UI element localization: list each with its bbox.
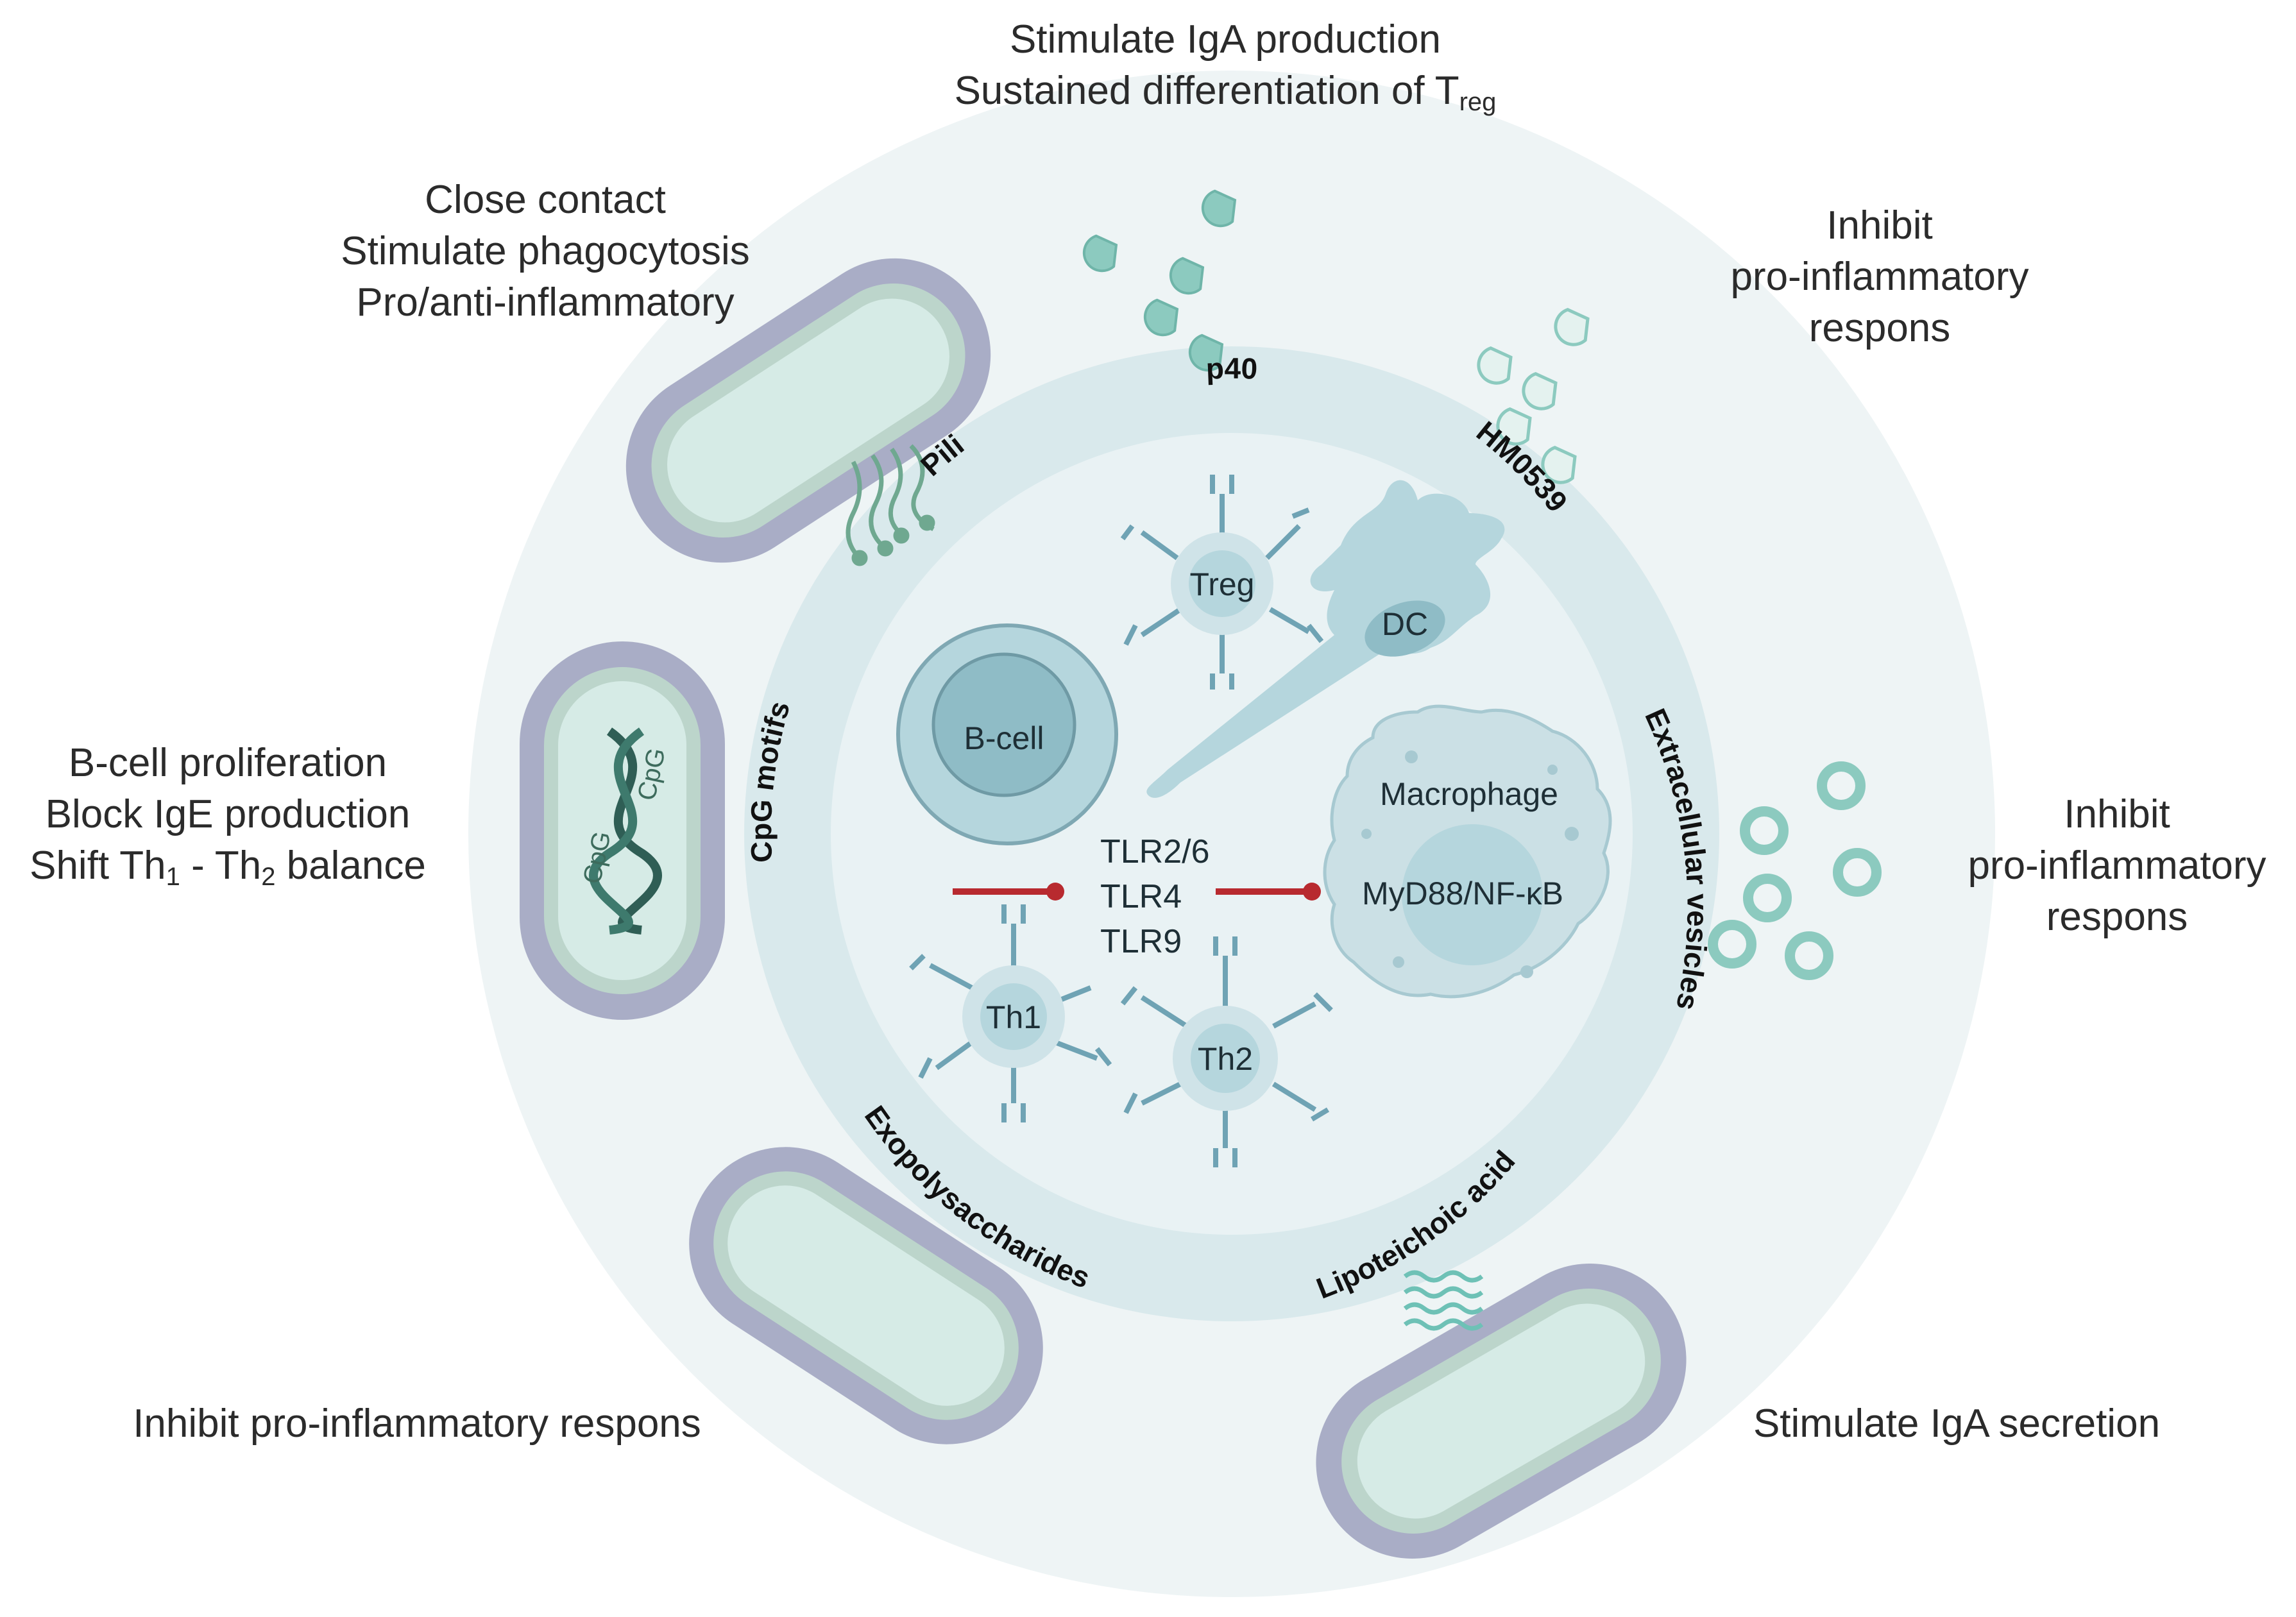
th2-cell: Th2 (1120, 936, 1333, 1167)
th1-label: Th1 (986, 999, 1041, 1035)
dc-cell: DC (1146, 480, 1505, 798)
bacterium-bottom-left (689, 1147, 1043, 1444)
ring-label-p40: p40 (1205, 351, 1259, 385)
p40-particles (1082, 189, 1237, 372)
label-bottom-left: Inhibit pro-inflammatory respons (133, 1401, 701, 1446)
inhibition-arrow-left (953, 883, 1064, 901)
th1-cell: Th1 (909, 904, 1112, 1122)
th2-label: Th2 (1198, 1041, 1253, 1077)
treg-label: Treg (1190, 566, 1255, 602)
lipoteichoic-acid-icon (1403, 1270, 1484, 1331)
dna-helix-icon (589, 727, 662, 935)
label-top: Stimulate IgA production Sustained diffe… (872, 14, 1578, 117)
label-top-right: Inhibit pro-inflammatory respons (1730, 203, 2029, 350)
tlr-label-2: TLR4 (1100, 878, 1182, 915)
myd88-label: MyD88/NF-κB (1362, 876, 1563, 911)
label-top-line1: Stimulate IgA production (1009, 17, 1441, 62)
label-left: B-cell proliferation Block IgE productio… (30, 741, 426, 891)
inhibition-arrow-right (1216, 883, 1321, 901)
label-right: Inhibit pro-inflammatory respons (1968, 792, 2266, 939)
macrophage-label: Macrophage (1380, 776, 1558, 812)
dc-label: DC (1382, 606, 1428, 642)
hm0539-particles (1477, 308, 1590, 484)
bcell-label: B-cell (964, 720, 1044, 756)
pili-icon (846, 444, 935, 566)
bacterium-pili (625, 258, 991, 563)
bacterium-lta (1316, 1264, 1687, 1559)
label-top-left: Close contact Stimulate phagocytosis Pro… (341, 178, 750, 325)
tlr-label-1: TLR2/6 (1100, 833, 1210, 870)
macrophage-cell: Macrophage MyD88/NF-κB (1323, 704, 1612, 999)
tlr-label-3: TLR9 (1100, 923, 1182, 960)
label-top-line2: Sustained differentiation of Treg (954, 69, 1497, 116)
bcell: B-cell (896, 623, 1118, 845)
treg-cell: Treg (1120, 475, 1324, 690)
label-bottom-right: Stimulate IgA secretion (1753, 1401, 2161, 1446)
extracellular-vesicles (1708, 761, 1882, 980)
